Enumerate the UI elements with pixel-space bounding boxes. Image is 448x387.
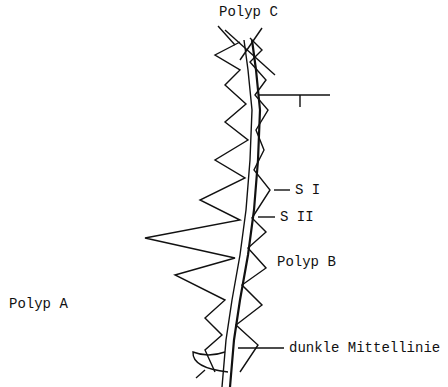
colony-outline-left [145, 42, 248, 372]
leader-line [238, 347, 284, 348]
leader-line [274, 189, 290, 190]
structure-label: S II [279, 209, 315, 225]
leader-line [258, 216, 275, 217]
polyp-c-stroke [225, 30, 275, 75]
structure-label: S I [294, 182, 321, 198]
polyp-label: Polyp C [218, 4, 279, 20]
side-branch [258, 94, 330, 95]
polyp-c-stroke [218, 26, 235, 45]
basal-stub [196, 370, 205, 378]
basal-loop [193, 352, 228, 372]
polyp-label: Polyp B [276, 254, 337, 270]
side-branch-tick [299, 95, 300, 107]
midline-label: dunkle Mittellinie [288, 340, 441, 356]
polyp-c-stroke [240, 28, 262, 60]
polyp-label: Polyp A [8, 296, 69, 312]
colony-outline-right [236, 38, 270, 372]
